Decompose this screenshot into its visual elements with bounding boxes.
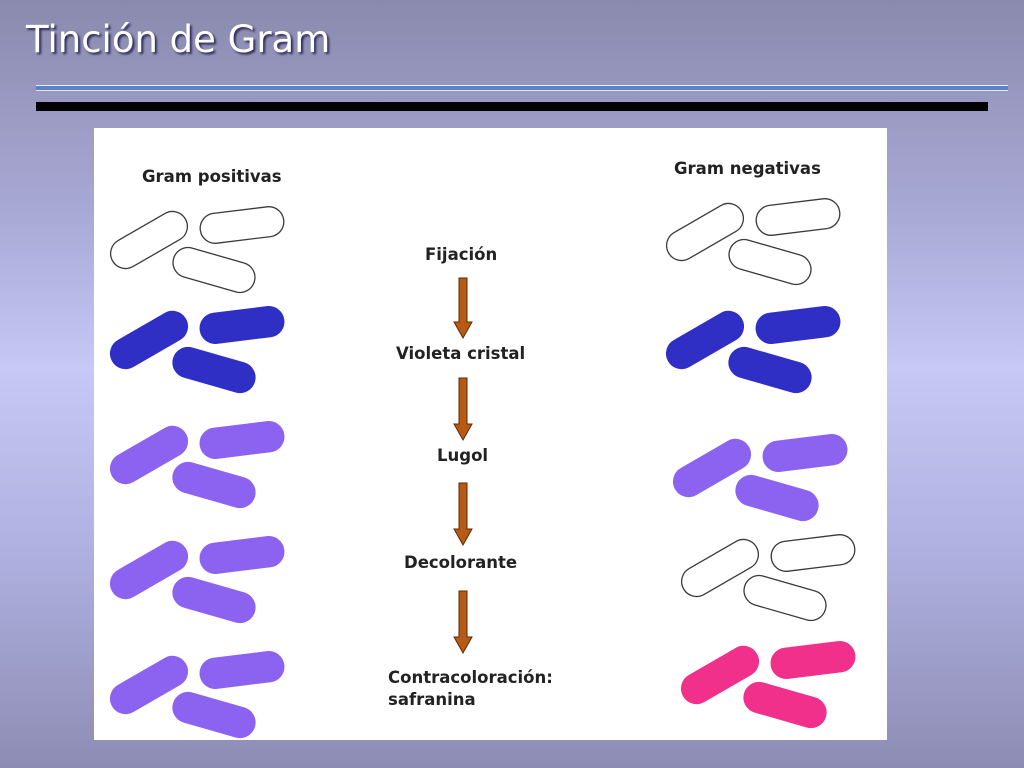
- title-underline-blue: [36, 85, 1008, 91]
- gram-positive-stage-1-bacterium-3: [172, 246, 256, 294]
- gram-positive-stage-5-bacterium-2: [199, 651, 285, 689]
- heading-gram-negative: Gram negativas: [674, 159, 821, 178]
- gram-positive-stage-2-bacterium-2: [199, 306, 285, 344]
- gram-positive-stage-4-bacterium-3: [172, 576, 256, 624]
- gram-positive-stage-5-bacterium-3: [172, 691, 256, 739]
- gram-negative-stage-2-bacterium-1: [665, 310, 745, 370]
- gram-negative-stage-1-bacterium-3: [728, 238, 812, 286]
- step-label-contracoloracion-line2: safranina: [388, 690, 476, 709]
- gram-positive-stage-5-bacterium-1: [109, 655, 189, 715]
- gram-negative-stage-5-bacterium-3: [743, 681, 827, 729]
- process-arrow-3: [453, 482, 473, 547]
- gram-negative-stage-4-bacterium-2: [770, 534, 856, 572]
- step-label-violeta-cristal: Violeta cristal: [396, 344, 526, 363]
- gram-positive-stage-2-bacterium-1: [109, 310, 189, 370]
- gram-positive-stage-3-bacterium-2: [199, 421, 285, 459]
- gram-negative-stage-4-bacterium-3: [743, 574, 827, 622]
- step-label-contracoloracion: Contracoloración: safranina: [388, 667, 553, 711]
- gram-negative-stage-2-bacterium-3: [728, 346, 812, 394]
- process-arrow-4: [453, 590, 473, 655]
- gram-stain-diagram: Gram positivas Gram negativas Fijación V…: [94, 128, 887, 740]
- process-arrow-2: [453, 377, 473, 442]
- step-label-contracoloracion-line1: Contracoloración:: [388, 668, 553, 687]
- gram-positive-stage-2-bacterium-3: [172, 346, 256, 394]
- heading-gram-positive: Gram positivas: [142, 167, 282, 186]
- step-label-decolorante: Decolorante: [404, 553, 518, 572]
- gram-positive-stage-4-bacterium-2: [199, 536, 285, 574]
- process-arrow-1: [453, 277, 473, 340]
- gram-positive-stage-1-bacterium-1: [109, 210, 189, 270]
- gram-negative-stage-5-bacterium-2: [770, 641, 856, 679]
- slide-title: Tinción de Gram: [26, 18, 331, 61]
- gram-negative-stage-4-bacterium-1: [680, 538, 760, 598]
- diagram-graphics: [109, 198, 856, 739]
- gram-negative-stage-1-bacterium-1: [665, 202, 745, 262]
- gram-negative-stage-1-bacterium-2: [755, 198, 841, 236]
- gram-positive-stage-3-bacterium-3: [172, 461, 256, 509]
- gram-negative-stage-5-bacterium-1: [680, 645, 760, 705]
- step-label-lugol: Lugol: [437, 446, 489, 465]
- gram-positive-stage-4-bacterium-1: [109, 540, 189, 600]
- gram-positive-stage-1-bacterium-2: [199, 206, 285, 244]
- gram-negative-stage-2-bacterium-2: [755, 306, 841, 344]
- gram-negative-stage-3-bacterium-2: [762, 434, 848, 472]
- title-underline-black: [36, 102, 988, 111]
- gram-negative-stage-3-bacterium-1: [672, 438, 752, 498]
- step-label-fijacion: Fijación: [425, 245, 498, 264]
- gram-negative-stage-3-bacterium-3: [735, 474, 819, 522]
- gram-positive-stage-3-bacterium-1: [109, 425, 189, 485]
